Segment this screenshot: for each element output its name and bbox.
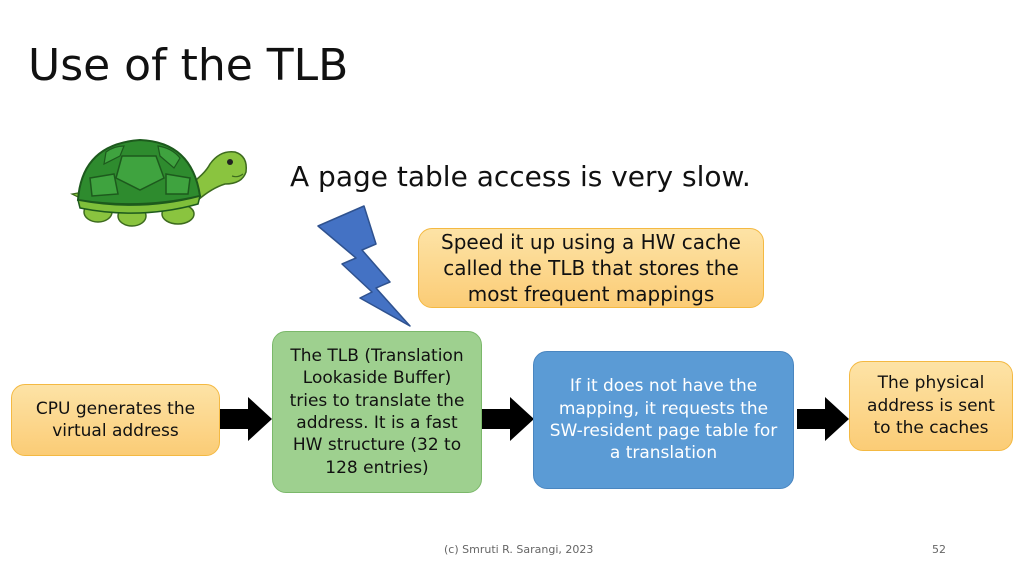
arrow-right-icon — [220, 397, 272, 441]
page-number: 52 — [932, 543, 946, 556]
lightning-bolt-icon — [317, 205, 411, 327]
tlb-step-text: The TLB (Translation Lookaside Buffer) t… — [289, 345, 465, 478]
arrow-right-icon — [797, 397, 849, 441]
turtle-icon — [70, 138, 248, 227]
footer-credit: (c) Smruti R. Sarangi, 2023 — [444, 543, 594, 556]
cpu-step-text: CPU generates the virtual address — [35, 398, 196, 441]
cpu-step-box: CPU generates the virtual address — [11, 384, 220, 456]
page-table-step-text: If it does not have the mapping, it requ… — [549, 376, 778, 464]
physical-address-step-text: The physical address is sent to the cach… — [867, 373, 995, 439]
tlb-step-box: The TLB (Translation Lookaside Buffer) t… — [272, 331, 482, 493]
slide-headline: A page table access is very slow. — [290, 160, 751, 193]
page-table-step-box: If it does not have the mapping, it requ… — [533, 351, 794, 489]
tlb-callout-text: Speed it up using a HW cache called the … — [441, 230, 741, 306]
arrow-right-icon — [482, 397, 534, 441]
physical-address-step-box: The physical address is sent to the cach… — [849, 361, 1013, 451]
tlb-callout-box: Speed it up using a HW cache called the … — [418, 228, 764, 308]
slide-title: Use of the TLB — [28, 40, 349, 91]
